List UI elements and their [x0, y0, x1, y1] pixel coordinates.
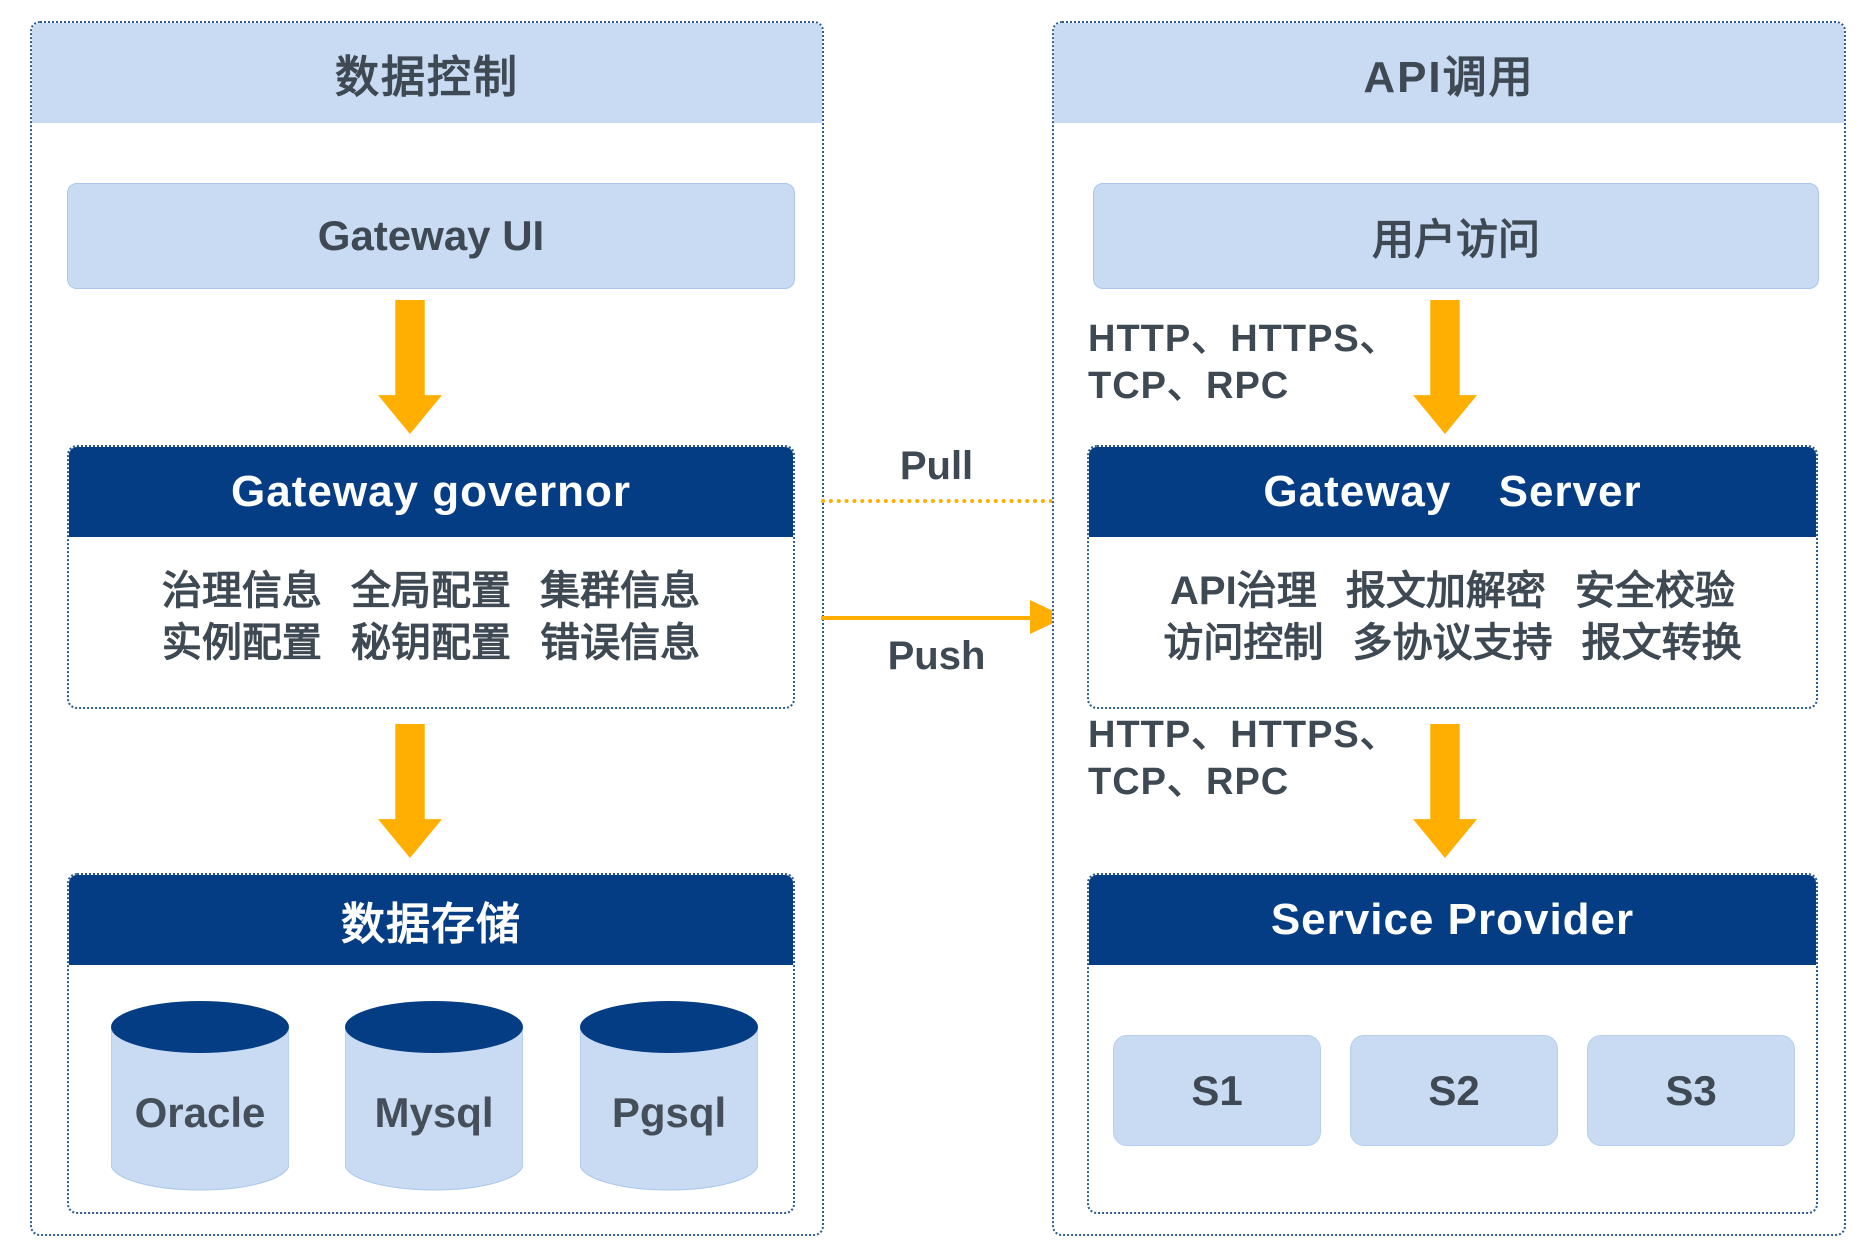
service-label: S3	[1665, 1066, 1717, 1114]
api-call-panel-title: API调用	[1054, 23, 1844, 123]
service-label: S2	[1428, 1066, 1480, 1114]
data-storage-box: 数据存储 Oracle Mysql	[67, 873, 795, 1214]
database-label: Mysql	[374, 1089, 494, 1136]
down-arrow-icon	[1413, 724, 1477, 858]
down-arrow-icon	[378, 724, 442, 858]
data-control-panel-title: 数据控制	[32, 23, 822, 123]
push-connector-label: Push	[887, 634, 986, 678]
gateway-ui-box: Gateway UI	[67, 183, 795, 289]
database-cylinder: Oracle	[111, 1001, 289, 1191]
gateway-ui-label: Gateway UI	[317, 212, 545, 259]
user-access-label: 用户访问	[1371, 215, 1540, 263]
database-cylinder-icon	[580, 1001, 758, 1191]
database-label: Oracle	[134, 1089, 266, 1136]
protocol-line: TCP、RPC	[1088, 365, 1290, 407]
governor-feature-list: 治理信息 全局配置 集群信息 实例配置 秘钥配置 错误信息	[69, 565, 793, 669]
gateway-governor-box: Gateway governor 治理信息 全局配置 集群信息 实例配置 秘钥配…	[67, 445, 795, 709]
gateway-server-box: Gateway Server API治理 报文加解密 安全校验 访问控制 多协议…	[1087, 445, 1818, 709]
database-cylinder-icon	[345, 1001, 523, 1191]
down-arrow-icon	[1413, 300, 1477, 434]
server-feature-list: API治理 报文加解密 安全校验 访问控制 多协议支持 报文转换	[1089, 565, 1816, 669]
service-node: S3	[1587, 1035, 1795, 1146]
protocol-annotation: HTTP、HTTPS、 TCP、RPC	[1088, 712, 1399, 806]
gateway-governor-header: Gateway governor	[69, 447, 793, 537]
server-feature-row: 访问控制 多协议支持 报文转换	[1163, 621, 1742, 665]
governor-feature-row: 治理信息 全局配置 集群信息	[161, 569, 701, 613]
service-node: S1	[1113, 1035, 1321, 1146]
database-cylinder: Mysql	[345, 1001, 523, 1191]
protocol-line: HTTP、HTTPS、	[1088, 318, 1399, 360]
database-label: Pgsql	[611, 1089, 727, 1136]
service-provider-header: Service Provider	[1089, 875, 1816, 965]
database-cylinder-icon	[111, 1001, 289, 1191]
pull-dotted-connector	[821, 499, 1053, 503]
protocol-line: HTTP、HTTPS、	[1088, 714, 1399, 756]
protocol-annotation: HTTP、HTTPS、 TCP、RPC	[1088, 316, 1399, 410]
protocol-line: TCP、RPC	[1088, 761, 1290, 803]
database-cylinder: Pgsql	[580, 1001, 758, 1191]
data-control-panel: 数据控制 Gateway UI Gateway governor 治理信息 全局…	[30, 21, 824, 1236]
pull-connector-label: Pull	[899, 444, 974, 488]
service-label: S1	[1191, 1066, 1243, 1114]
service-provider-box: Service Provider S1 S2 S3	[1087, 873, 1818, 1214]
user-access-box: 用户访问	[1093, 183, 1819, 289]
down-arrow-icon	[378, 300, 442, 434]
data-storage-header: 数据存储	[69, 875, 793, 965]
server-feature-row: API治理 报文加解密 安全校验	[1170, 569, 1735, 613]
api-call-panel: API调用 用户访问 HTTP、HTTPS、 TCP、RPC Gateway S…	[1052, 21, 1846, 1236]
service-node: S2	[1350, 1035, 1558, 1146]
governor-feature-row: 实例配置 秘钥配置 错误信息	[161, 621, 701, 665]
push-arrow-connector	[821, 616, 1033, 620]
gateway-server-header: Gateway Server	[1089, 447, 1816, 537]
